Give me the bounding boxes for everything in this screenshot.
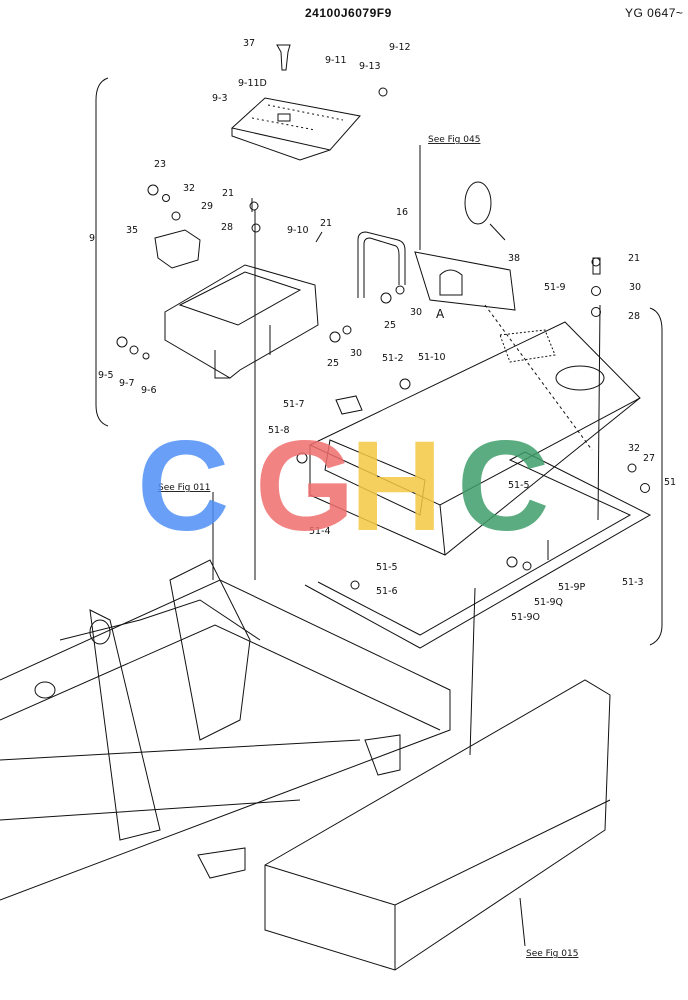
handle-pipe (357, 231, 406, 298)
callout-51-5-upper: 51-5 (508, 480, 530, 491)
callout-51-9: 51-9 (544, 282, 566, 293)
callout-51-4: 51-4 (309, 526, 331, 537)
callout-27: 27 (643, 453, 655, 464)
callout-28-left: 28 (221, 222, 233, 233)
hood-vent (555, 365, 605, 391)
see-fig-011: See Fig 011 (158, 483, 210, 493)
see-fig-045: See Fig 045 (428, 135, 480, 145)
group-51-bracket (649, 307, 663, 646)
group-label-51: 51 (664, 477, 676, 488)
callout-28-right: 28 (628, 311, 640, 322)
hood-grille (324, 439, 426, 516)
callout-51-7: 51-7 (283, 399, 305, 410)
see-fig-015: See Fig 015 (526, 949, 578, 959)
callout-25-mid: 25 (384, 320, 396, 331)
callout-21-mid: 21 (320, 218, 332, 229)
cover-plate (230, 97, 361, 151)
battery-box (164, 264, 319, 379)
callout-16: 16 (396, 207, 408, 218)
callout-51-6: 51-6 (376, 586, 398, 597)
counterweight (264, 679, 611, 971)
callout-32-right: 32 (628, 443, 640, 454)
sight-glass (464, 181, 492, 225)
callout-37: 37 (243, 38, 255, 49)
callout-9-5: 9-5 (98, 370, 114, 381)
main-frame (0, 579, 451, 901)
callout-9-13: 9-13 (359, 61, 381, 72)
callout-35: 35 (126, 225, 138, 236)
callout-30-right: 30 (629, 282, 641, 293)
callout-51-10: 51-10 (418, 352, 446, 363)
boom-bracket (89, 609, 161, 841)
callout-9-11: 9-11 (325, 55, 347, 66)
callout-51-9p: 51-9P (558, 582, 586, 593)
watermark-letter-1: C (137, 415, 229, 558)
callout-25-low: 25 (327, 358, 339, 369)
callout-23: 23 (154, 159, 166, 170)
watermark-letter-3: H (350, 415, 442, 558)
callout-30-low: 30 (350, 348, 362, 359)
callout-38: 38 (508, 253, 520, 264)
hood-seal (304, 451, 652, 649)
callout-9-12: 9-12 (389, 42, 411, 53)
hardware-fasteners (116, 87, 650, 590)
drawing-reference: YG 0647~ (625, 6, 684, 20)
watermark-letter-2: G (255, 415, 355, 558)
callout-51-8: 51-8 (268, 425, 290, 436)
callout-9-11d: 9-11D (238, 78, 267, 89)
callout-9-6: 9-6 (141, 385, 157, 396)
callout-9-7: 9-7 (119, 378, 135, 389)
cover-latch (277, 113, 291, 122)
callout-51-9o: 51-9O (511, 612, 540, 623)
watermark-letter-4: C (457, 415, 549, 558)
callout-9-3: 9-3 (212, 93, 228, 104)
group-label-9: 9 (89, 233, 95, 244)
callout-29: 29 (201, 201, 213, 212)
key-part (276, 44, 291, 71)
group-9-bracket (95, 77, 109, 427)
callout-51-5-lower: 51-5 (376, 562, 398, 573)
callout-21-right: 21 (628, 253, 640, 264)
bracket-part (154, 229, 201, 269)
callout-51-3: 51-3 (622, 577, 644, 588)
callout-51-2: 51-2 (382, 353, 404, 364)
tank-body (414, 251, 516, 311)
callout-51-9q: 51-9Q (534, 597, 563, 608)
drawing-code: 24100J6079F9 (305, 6, 392, 20)
section-label-a: A (436, 307, 445, 321)
figure-references: See Fig 045 See Fig 011 See Fig 015 (158, 135, 578, 959)
callout-21-top: 21 (222, 188, 234, 199)
watermark: C G H C (137, 415, 549, 558)
engine-hood (309, 321, 641, 556)
callout-9-10: 9-10 (287, 225, 309, 236)
callout-32-top: 32 (183, 183, 195, 194)
callout-labels: 37 9-12 9-11 9-13 9-11D 9-3 23 32 29 21 … (89, 38, 676, 623)
boom-pin (89, 619, 111, 645)
callout-30-mid: 30 (410, 307, 422, 318)
